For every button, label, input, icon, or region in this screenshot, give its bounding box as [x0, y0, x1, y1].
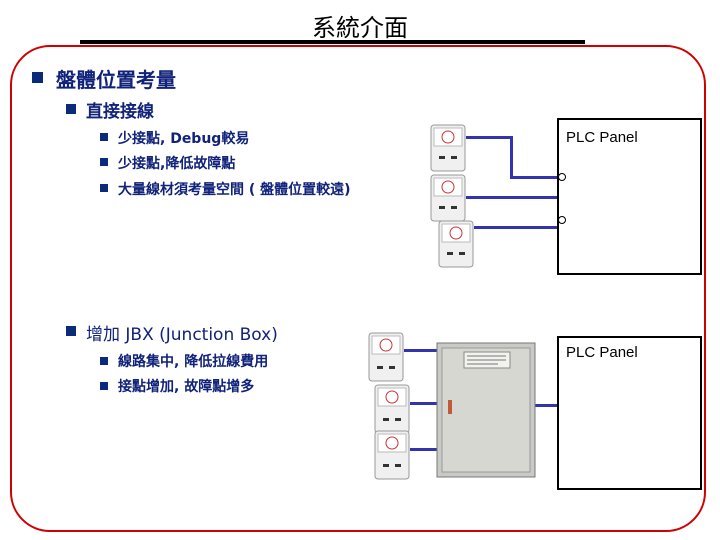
bullet-square-icon: [66, 104, 76, 114]
bullet-square-icon: [66, 326, 76, 336]
wire: [534, 404, 558, 407]
plc-panel: [557, 336, 702, 490]
wire: [466, 136, 512, 139]
field-device-icon: [368, 332, 404, 382]
terminal-icon: [558, 216, 566, 224]
wire: [466, 196, 560, 199]
wire: [410, 402, 438, 405]
junction-box-icon: [436, 342, 536, 478]
wire: [410, 448, 438, 451]
bullet-square-icon: [100, 184, 108, 192]
field-device-icon: [430, 174, 466, 222]
content-frame: [10, 45, 706, 532]
wire: [474, 226, 560, 229]
section1-point: 少接點,降低故障點: [118, 156, 236, 172]
section1-point: 少接點, Debug較易: [118, 131, 250, 147]
bullet-square-icon: [32, 72, 43, 83]
bullet-square-icon: [100, 158, 108, 166]
slide-title: 系統介面: [312, 14, 408, 42]
field-device-icon: [374, 430, 410, 480]
bullet-square-icon: [100, 357, 108, 365]
wire: [510, 136, 513, 178]
bullet-square-icon: [100, 133, 108, 141]
section1-subheading: 直接接線: [86, 102, 154, 122]
field-device-icon: [438, 220, 474, 268]
section2-point: 線路集中, 降低拉線費用: [118, 354, 269, 370]
plc-panel-label: PLC Panel: [566, 129, 638, 146]
plc-panel: [557, 118, 702, 275]
field-device-icon: [430, 124, 466, 172]
wire: [404, 349, 438, 352]
wire: [510, 176, 560, 179]
bullet-square-icon: [100, 382, 108, 390]
field-device-icon: [374, 384, 410, 434]
plc-panel-label: PLC Panel: [566, 344, 638, 361]
section1-point: 大量線材須考量空間 ( 盤體位置較遠): [118, 182, 351, 198]
section2-point: 接點增加, 故障點增多: [118, 379, 255, 395]
title-underline: [80, 40, 585, 44]
section1-heading: 盤體位置考量: [56, 68, 176, 92]
terminal-icon: [558, 173, 566, 181]
section2-heading: 增加 JBX (Junction Box): [86, 325, 278, 345]
